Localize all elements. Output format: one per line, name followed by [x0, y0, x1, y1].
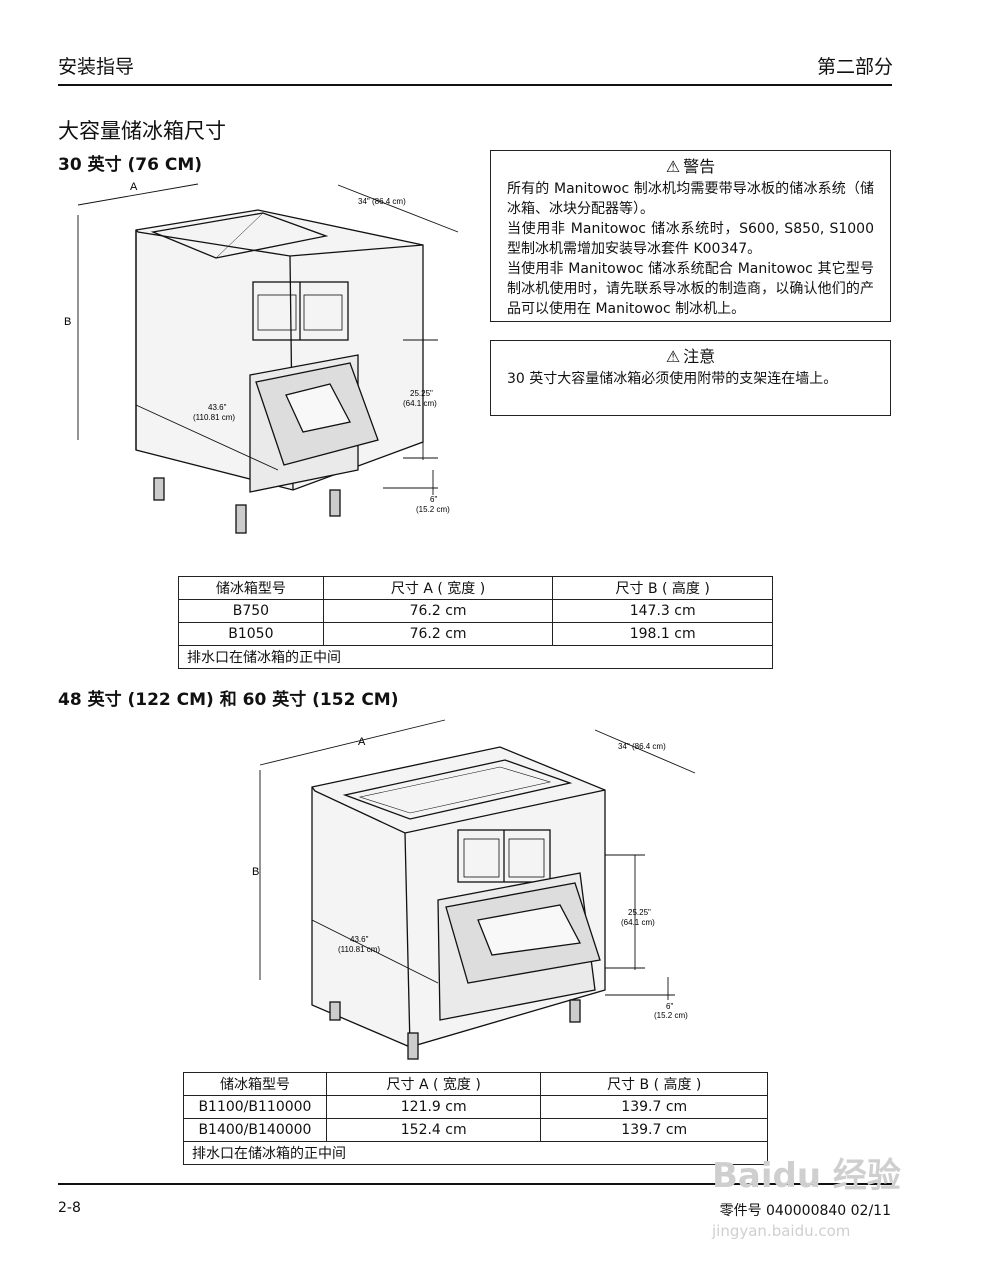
table-note-row: 排水口在储冰箱的正中间 — [178, 645, 773, 669]
part-number: 零件号 040000840 02/11 — [719, 1203, 891, 1219]
table-row: B1400/B140000 152.4 cm 139.7 cm — [183, 1118, 768, 1142]
subheading-48-60in: 48 英寸 (122 CM) 和 60 英寸 (152 CM) — [58, 690, 399, 710]
caution-box: ⚠注意 30 英寸大容量储冰箱必须使用附带的支架连在墙上。 — [490, 340, 891, 416]
dim-door-cm: (64.1 cm) — [621, 918, 655, 927]
bin-48-60in-diagram: A B 34" (86.4 cm) 43.6" (110.81 cm) 25.2… — [252, 719, 696, 1060]
warning-line-2: 当使用非 Manitowoc 储冰系统时，S600, S850, S1000 型… — [507, 221, 874, 257]
warning-title: 警告 — [683, 157, 716, 176]
table-header: 尺寸 A ( 宽度 ) — [322, 576, 554, 600]
table-note: 排水口在储冰箱的正中间 — [183, 1141, 768, 1165]
warning-line-3: 当使用非 Manitowoc 储冰系统配合 Manitowoc 其它型号制冰机使… — [507, 261, 874, 317]
baidu-watermark: Baidu 经验 — [712, 1156, 901, 1196]
table-header: 尺寸 A ( 宽度 ) — [325, 1072, 542, 1096]
watermark-url: jingyan.baidu.com — [712, 1222, 851, 1240]
caution-title: 注意 — [683, 347, 716, 366]
table-cell: B1050 — [178, 622, 324, 646]
dim-depth-label: 34" (86.4 cm) — [358, 197, 406, 206]
table-cell: B750 — [178, 599, 324, 623]
dim-door-cm: (64.1 cm) — [403, 399, 437, 408]
warning-triangle-icon: ⚠ — [665, 157, 681, 176]
header-rule — [58, 84, 892, 86]
bin-30in-diagram: A B 34" (86.4 cm) 43.6" (110.81 cm) 25.2… — [64, 181, 459, 534]
dim-door-in: 25.25" — [628, 908, 651, 917]
section-title: 大容量储冰箱尺寸 — [58, 119, 226, 143]
dim-b-label: B — [252, 866, 259, 878]
table-header: 尺寸 B ( 高度 ) — [552, 576, 773, 600]
table-row: B750 76.2 cm 147.3 cm — [178, 599, 773, 623]
table-cell: B1400/B140000 — [183, 1118, 327, 1142]
dim-a-label: A — [130, 181, 138, 193]
subheading-30in: 30 英寸 (76 CM) — [58, 155, 203, 175]
table-cell: B1100/B110000 — [183, 1095, 327, 1119]
dim-door-in: 25.25" — [410, 389, 433, 398]
table-cell: 152.4 cm — [325, 1118, 542, 1142]
dim-diagonal-in: 43.6" — [350, 935, 369, 944]
table-header: 储冰箱型号 — [183, 1072, 327, 1096]
dim-diagonal-in: 43.6" — [208, 403, 227, 412]
caution-triangle-icon: ⚠ — [665, 347, 681, 366]
dim-leg-cm: (15.2 cm) — [416, 505, 450, 514]
table-cell: 121.9 cm — [325, 1095, 542, 1119]
table-header-row: 储冰箱型号 尺寸 A ( 宽度 ) 尺寸 B ( 高度 ) — [178, 576, 773, 600]
dim-leg-in: 6" — [666, 1002, 673, 1011]
header-left: 安装指导 — [58, 56, 135, 78]
table-header-row: 储冰箱型号 尺寸 A ( 宽度 ) 尺寸 B ( 高度 ) — [183, 1072, 768, 1096]
table-cell: 76.2 cm — [322, 622, 554, 646]
spec-table-30in: 储冰箱型号 尺寸 A ( 宽度 ) 尺寸 B ( 高度 ) B750 76.2 … — [178, 576, 773, 669]
dim-diagonal-cm: (110.81 cm) — [193, 413, 235, 422]
dim-a-label: A — [358, 736, 366, 748]
warning-line-1: 所有的 Manitowoc 制冰机均需要带导冰板的储冰系统（储冰箱、冰块分配器等… — [507, 181, 874, 217]
header-right: 第二部分 — [816, 56, 893, 78]
spec-table-48-60in: 储冰箱型号 尺寸 A ( 宽度 ) 尺寸 B ( 高度 ) B1100/B110… — [183, 1072, 768, 1165]
table-cell: 139.7 cm — [540, 1118, 768, 1142]
table-header: 尺寸 B ( 高度 ) — [540, 1072, 768, 1096]
table-note: 排水口在储冰箱的正中间 — [178, 645, 773, 669]
table-row: B1050 76.2 cm 198.1 cm — [178, 622, 773, 646]
table-cell: 198.1 cm — [552, 622, 773, 646]
dim-b-label: B — [64, 316, 71, 328]
dim-leg-in: 6" — [430, 495, 437, 504]
table-cell: 76.2 cm — [322, 599, 554, 623]
table-cell: 139.7 cm — [540, 1095, 768, 1119]
warning-box: ⚠警告 所有的 Manitowoc 制冰机均需要带导冰板的储冰系统（储冰箱、冰块… — [490, 150, 891, 322]
dim-diagonal-cm: (110.81 cm) — [338, 945, 380, 954]
dim-leg-cm: (15.2 cm) — [654, 1011, 688, 1020]
table-header: 储冰箱型号 — [178, 576, 324, 600]
table-row: B1100/B110000 121.9 cm 139.7 cm — [183, 1095, 768, 1119]
table-cell: 147.3 cm — [552, 599, 773, 623]
page-number: 2-8 — [58, 1200, 81, 1216]
footer-rule — [58, 1183, 892, 1185]
table-note-row: 排水口在储冰箱的正中间 — [183, 1141, 768, 1165]
dim-depth-label: 34" (86.4 cm) — [618, 742, 666, 751]
caution-text: 30 英寸大容量储冰箱必须使用附带的支架连在墙上。 — [507, 371, 838, 387]
